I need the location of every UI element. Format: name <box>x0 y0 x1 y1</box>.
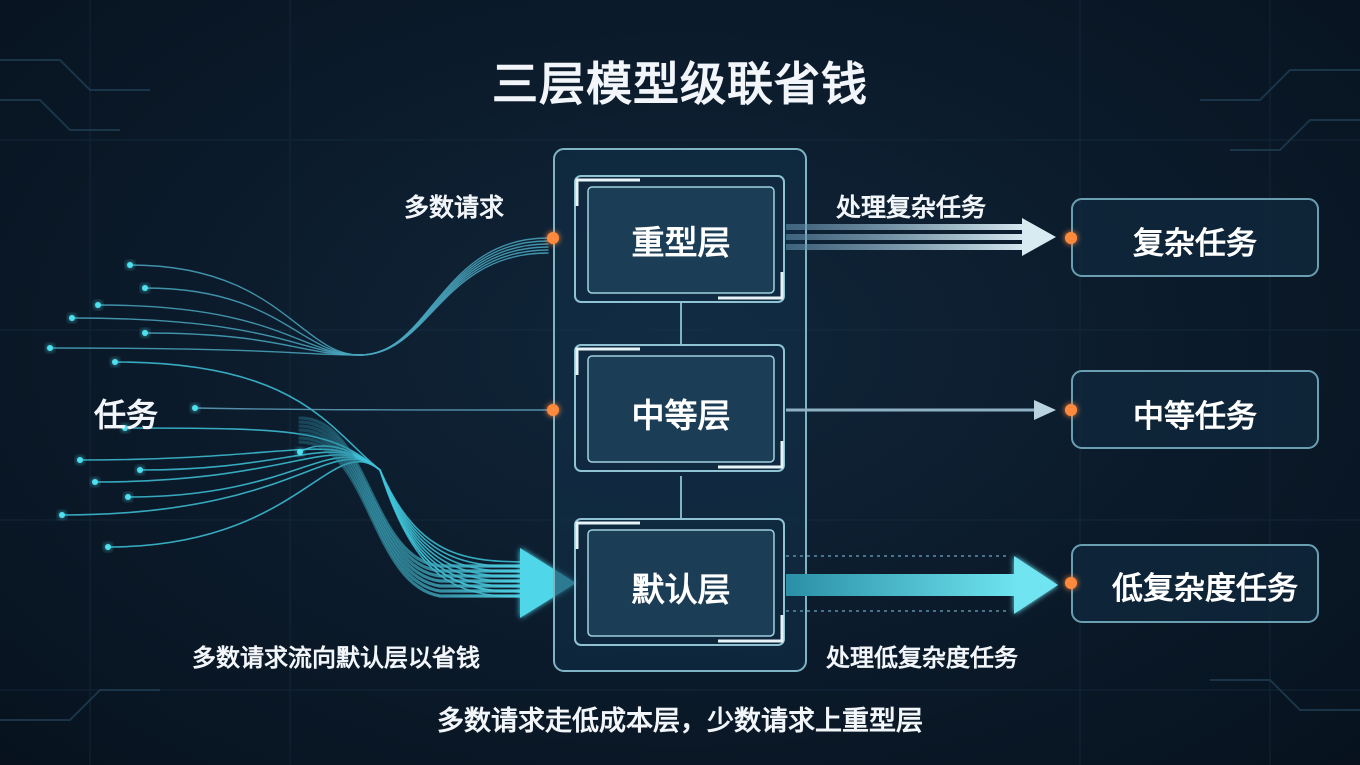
circuit-decoration <box>0 59 1360 721</box>
edge-label-complex: 处理复杂任务 <box>836 193 987 222</box>
tier-default-box <box>574 518 785 646</box>
flow-note-label: 多数请求流向默认层以省钱 <box>192 644 480 672</box>
tier-medium-box <box>574 344 785 472</box>
tier-heavy-box <box>574 175 785 303</box>
arrow-low <box>786 555 1058 614</box>
output-medium-label: 中等任务 <box>1133 399 1257 435</box>
majority-request-label: 多数请求 <box>404 193 505 222</box>
footer-note: 多数请求走低成本层，少数请求上重型层 <box>437 706 923 737</box>
diagram-title: 三层模型级联省钱 <box>492 57 868 111</box>
arrow-mid <box>786 400 1056 420</box>
arrow-complex <box>786 218 1056 256</box>
output-complex-label: 复杂任务 <box>1133 226 1257 262</box>
default-flow-bundle <box>298 416 576 618</box>
task-label: 任务 <box>94 396 159 434</box>
edge-label-low: 处理低复杂度任务 <box>826 644 1018 672</box>
input-fan-dots <box>47 262 303 550</box>
tier-default-label: 默认层 <box>631 570 731 609</box>
connection-nodes <box>547 232 1077 589</box>
input-fan-lines <box>49 237 576 618</box>
tier-medium-label: 中等层 <box>631 396 731 435</box>
output-low-label: 低复杂度任务 <box>1112 571 1298 607</box>
tier-heavy-label: 重型层 <box>631 223 731 262</box>
